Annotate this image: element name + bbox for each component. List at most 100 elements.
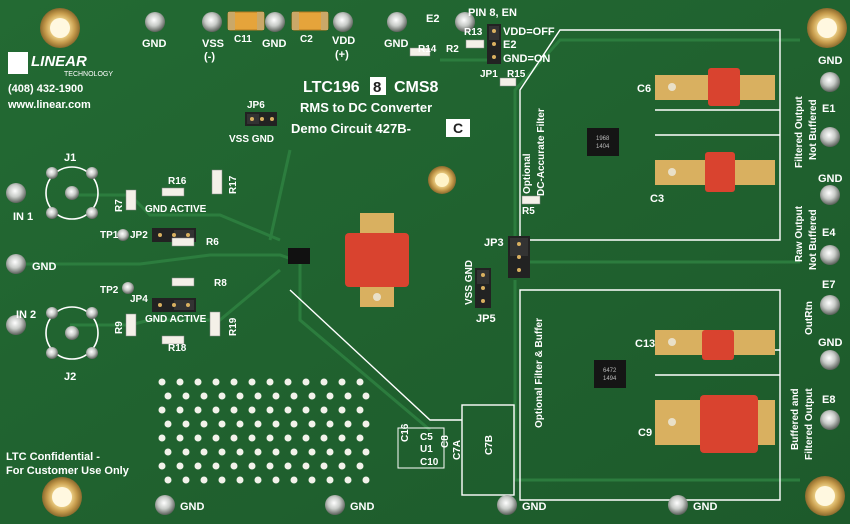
post-tp2[interactable] <box>122 282 134 294</box>
via-dot <box>194 434 202 442</box>
label-jp5: JP5 <box>476 313 496 325</box>
via-dot <box>284 434 292 442</box>
via-dot <box>308 448 316 456</box>
demo-circuit: Demo Circuit 427B- <box>291 121 411 136</box>
label-in1: IN 1 <box>13 211 33 223</box>
post-gnd-left[interactable] <box>6 254 26 274</box>
via-dot <box>236 392 244 400</box>
jumper-jp4[interactable] <box>152 298 196 312</box>
label-r14: R14 <box>418 44 437 55</box>
label-c11: C11 <box>234 34 252 45</box>
post-e4-gnd[interactable] <box>820 185 840 205</box>
label-jp6: JP6 <box>247 100 265 111</box>
label-gnd-active-2: GND ACTIVE <box>145 314 207 325</box>
label-gnd-left: GND <box>32 261 57 273</box>
via-dot <box>266 378 274 386</box>
label-vdd: VDD <box>332 35 355 47</box>
jumper-jp3[interactable] <box>508 236 530 278</box>
post-gnd-bottom-1[interactable] <box>155 495 175 515</box>
via-dot <box>356 378 364 386</box>
label-outrtn: OutRtn <box>804 301 815 335</box>
via-dot <box>200 476 208 484</box>
via-dot <box>356 434 364 442</box>
label-c16: C16 <box>400 423 411 442</box>
via-dot <box>230 462 238 470</box>
film-capacitor-c6 <box>655 68 775 106</box>
label-tp2: TP2 <box>100 285 119 296</box>
label-gnd-active-1: GND ACTIVE <box>145 204 207 215</box>
via-dot <box>272 420 280 428</box>
via-dot <box>266 406 274 414</box>
jumper-jp5[interactable] <box>475 268 491 308</box>
post-e8[interactable] <box>820 410 840 430</box>
label-gnd-e1: GND <box>818 55 843 67</box>
post-gnd-e2[interactable] <box>455 12 475 32</box>
label-filtered-1: Filtered Output <box>794 96 805 168</box>
label-r6: R6 <box>206 237 219 248</box>
via-dot <box>248 378 256 386</box>
subtitle: RMS to DC Converter <box>300 100 432 115</box>
title-part-digit: 8 <box>373 79 381 96</box>
post-e1[interactable] <box>820 127 840 147</box>
post-e8-gnd[interactable] <box>820 350 840 370</box>
via-dot <box>158 462 166 470</box>
label-vss-gnd: VSS GND <box>229 134 274 145</box>
via-dot <box>290 448 298 456</box>
label-filtered-2: Not Buffered <box>808 99 819 160</box>
via-dot <box>362 420 370 428</box>
label-gnd-b3: GND <box>522 501 547 513</box>
confidential-1: LTC Confidential - <box>6 451 100 463</box>
via-dot <box>230 434 238 442</box>
via-dot <box>320 406 328 414</box>
post-tp1[interactable] <box>117 229 129 241</box>
via-dot <box>158 378 166 386</box>
via-dot <box>272 476 280 484</box>
post-in1[interactable] <box>6 183 26 203</box>
label-e4: E4 <box>822 227 836 239</box>
post-gnd-bottom-4[interactable] <box>668 495 688 515</box>
via-dot <box>284 406 292 414</box>
label-gnd-b2: GND <box>350 501 375 513</box>
via-dot <box>248 462 256 470</box>
bnc-connector-j1[interactable] <box>45 166 99 220</box>
post-gnd-top-1[interactable] <box>145 12 165 32</box>
svg-text:1404: 1404 <box>596 144 610 150</box>
via-dot <box>248 406 256 414</box>
via-dot <box>266 462 274 470</box>
post-e7[interactable] <box>820 295 840 315</box>
post-gnd-bottom-2[interactable] <box>325 495 345 515</box>
label-vss: VSS <box>202 38 224 50</box>
via-dot <box>164 420 172 428</box>
post-gnd-bottom-3[interactable] <box>497 495 517 515</box>
label-c3: C3 <box>650 193 664 205</box>
via-dot <box>326 392 334 400</box>
post-e1-gnd[interactable] <box>820 72 840 92</box>
label-gnd: GND <box>142 38 167 50</box>
jumper-jp1[interactable] <box>487 24 501 64</box>
label-pin8: PIN 8, EN <box>468 7 517 19</box>
label-vdd-off: VDD=OFF <box>503 26 555 38</box>
via-dot <box>320 378 328 386</box>
post-vdd[interactable] <box>333 12 353 32</box>
post-e4[interactable] <box>820 245 840 265</box>
via-dot <box>284 462 292 470</box>
bnc-connector-j2[interactable] <box>45 306 99 360</box>
post-gnd-top-2[interactable] <box>265 12 285 32</box>
label-j1: J1 <box>64 152 76 164</box>
via-dot <box>212 378 220 386</box>
via-dot <box>218 420 226 428</box>
post-in2[interactable] <box>6 315 26 335</box>
label-e8: E8 <box>822 394 835 406</box>
post-vss[interactable] <box>202 12 222 32</box>
post-gnd-top-3[interactable] <box>387 12 407 32</box>
smd-cluster-u1 <box>397 427 445 469</box>
jumper-jp6[interactable] <box>245 112 277 126</box>
label-c8: C8 <box>440 435 451 448</box>
via-dot <box>194 406 202 414</box>
smd-resistors <box>125 39 541 345</box>
film-capacitor-center <box>345 213 409 307</box>
label-e2: E2 <box>426 13 439 25</box>
via-dot <box>236 420 244 428</box>
via-dot <box>302 378 310 386</box>
label-r15: R15 <box>507 69 526 80</box>
